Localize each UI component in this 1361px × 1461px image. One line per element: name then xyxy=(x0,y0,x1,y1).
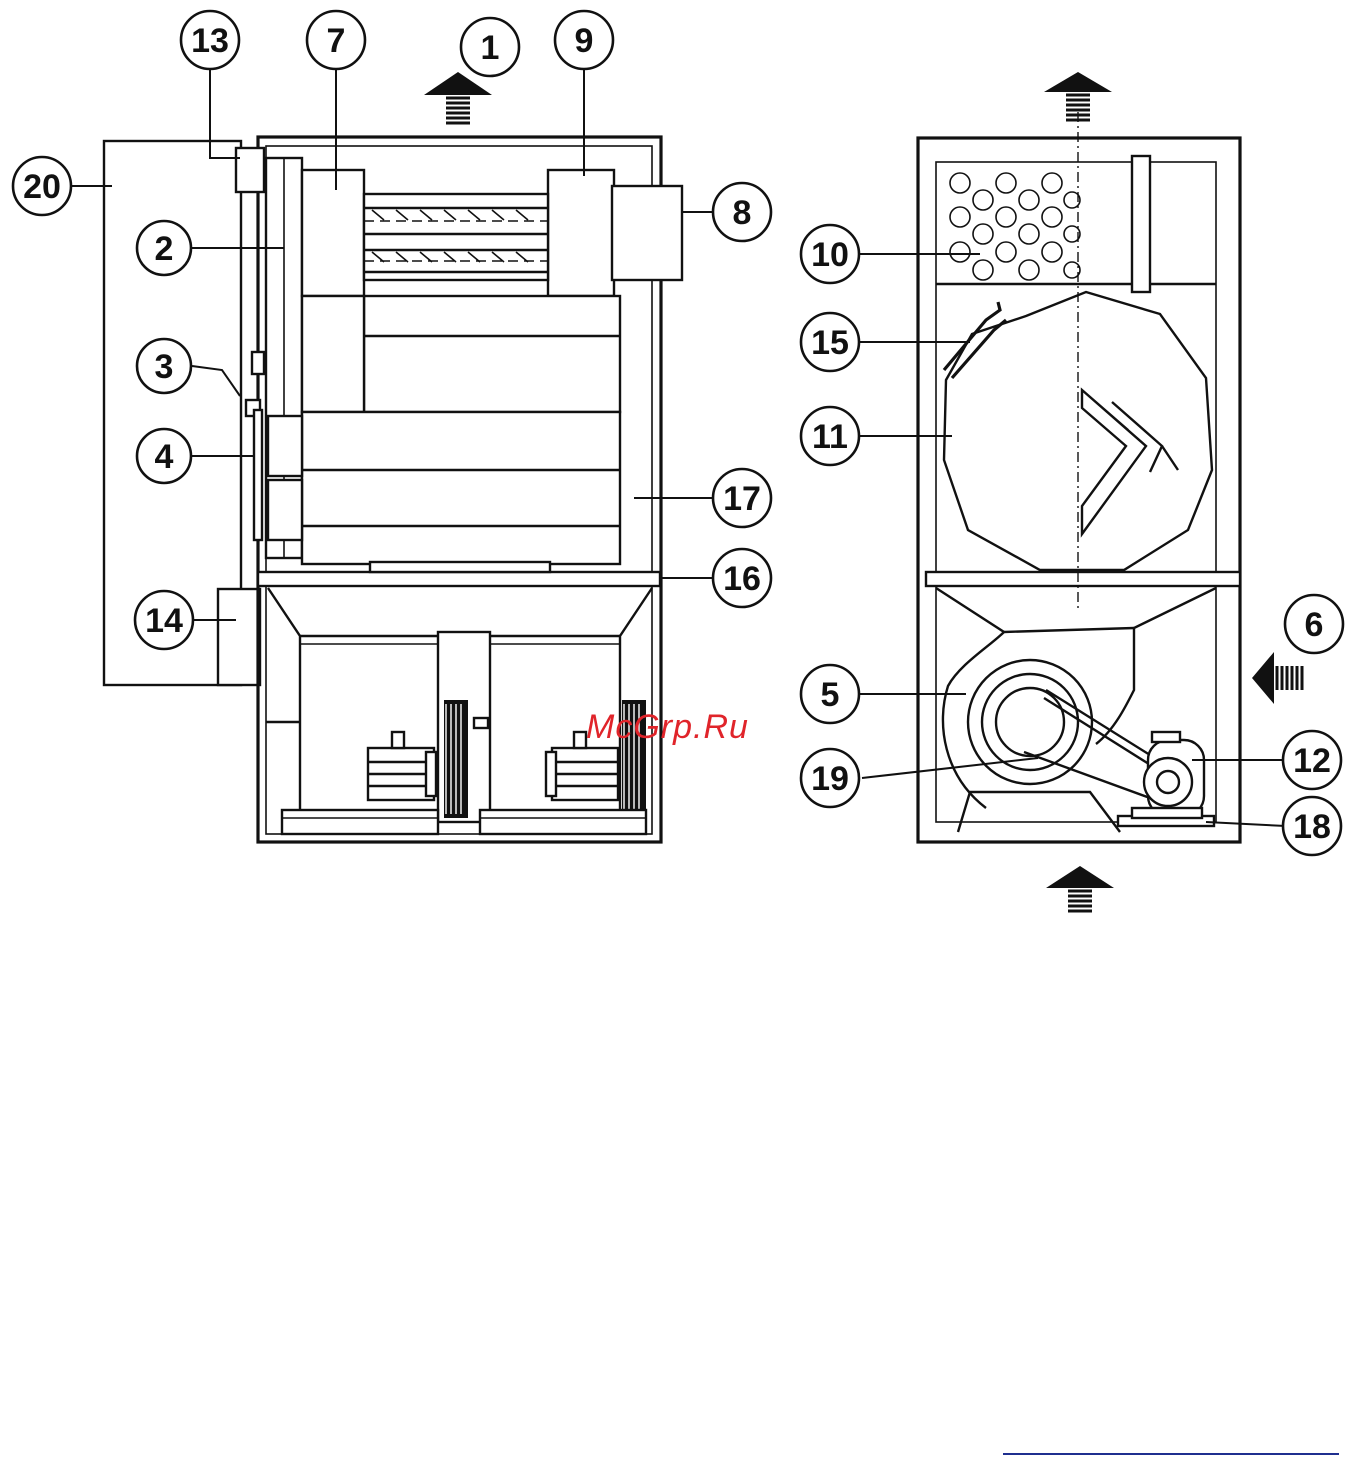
airflow-arrow-up-left xyxy=(424,72,492,123)
lower-module xyxy=(302,412,620,564)
callout-11: 11 xyxy=(801,407,859,465)
callout-9: 9 xyxy=(555,11,613,69)
left-belt xyxy=(444,700,468,818)
callout-6: 6 xyxy=(1285,595,1343,653)
callout-2: 2 xyxy=(137,221,191,275)
callout-14: 14 xyxy=(135,591,193,649)
callout-13: 13 xyxy=(181,11,239,69)
callout-16: 16 xyxy=(713,549,771,607)
shelf-16 xyxy=(258,572,660,586)
callout-18: 18 xyxy=(1283,797,1341,855)
svg-text:11: 11 xyxy=(812,418,848,456)
airflow-arrow-up-right-bottom xyxy=(1046,866,1114,911)
left-motor xyxy=(368,732,436,800)
svg-text:18: 18 xyxy=(1293,808,1331,846)
svg-text:12: 12 xyxy=(1293,742,1331,780)
svg-text:15: 15 xyxy=(811,324,849,362)
svg-text:2: 2 xyxy=(155,230,174,268)
svg-text:5: 5 xyxy=(821,676,840,714)
callout-8: 8 xyxy=(713,183,771,241)
svg-text:16: 16 xyxy=(723,560,761,598)
callout-12: 12 xyxy=(1283,731,1341,789)
blower-wheel xyxy=(996,688,1064,756)
svg-text:14: 14 xyxy=(145,602,183,640)
svg-text:19: 19 xyxy=(811,760,849,798)
svg-text:20: 20 xyxy=(23,168,61,206)
divider-shelf xyxy=(926,572,1240,586)
header-right xyxy=(548,170,614,296)
svg-text:7: 7 xyxy=(327,22,346,60)
callout-10: 10 xyxy=(801,225,859,283)
header-left xyxy=(302,170,364,296)
svg-text:10: 10 xyxy=(811,236,849,274)
footer-rule xyxy=(1003,1453,1339,1455)
callout-7: 7 xyxy=(307,11,365,69)
svg-text:17: 17 xyxy=(723,480,761,518)
callout-5: 5 xyxy=(801,665,859,723)
right-unit-view xyxy=(918,72,1302,911)
callout-20: 20 xyxy=(13,157,71,215)
callout-19: 19 xyxy=(801,749,859,807)
watermark-text: McGrp.Ru xyxy=(586,708,749,747)
airflow-arrow-inlet xyxy=(1252,652,1302,704)
vertical-strip xyxy=(254,410,262,540)
duct-outlet xyxy=(218,589,260,685)
filter-frame xyxy=(1132,156,1150,292)
callout-3: 3 xyxy=(137,339,191,393)
outlet-8 xyxy=(612,186,682,280)
svg-text:8: 8 xyxy=(733,194,752,232)
svg-text:3: 3 xyxy=(155,348,174,386)
callout-1: 1 xyxy=(461,18,519,76)
svg-text:9: 9 xyxy=(575,22,594,60)
svg-text:4: 4 xyxy=(155,438,174,476)
svg-text:1: 1 xyxy=(481,29,500,67)
callout-17: 17 xyxy=(713,469,771,527)
svg-text:13: 13 xyxy=(191,22,229,60)
upper-module xyxy=(364,296,620,412)
callout-15: 15 xyxy=(801,313,859,371)
filter-media xyxy=(950,173,1080,280)
small-box-13 xyxy=(236,148,264,192)
svg-text:6: 6 xyxy=(1305,606,1324,644)
callout-4: 4 xyxy=(137,429,191,483)
